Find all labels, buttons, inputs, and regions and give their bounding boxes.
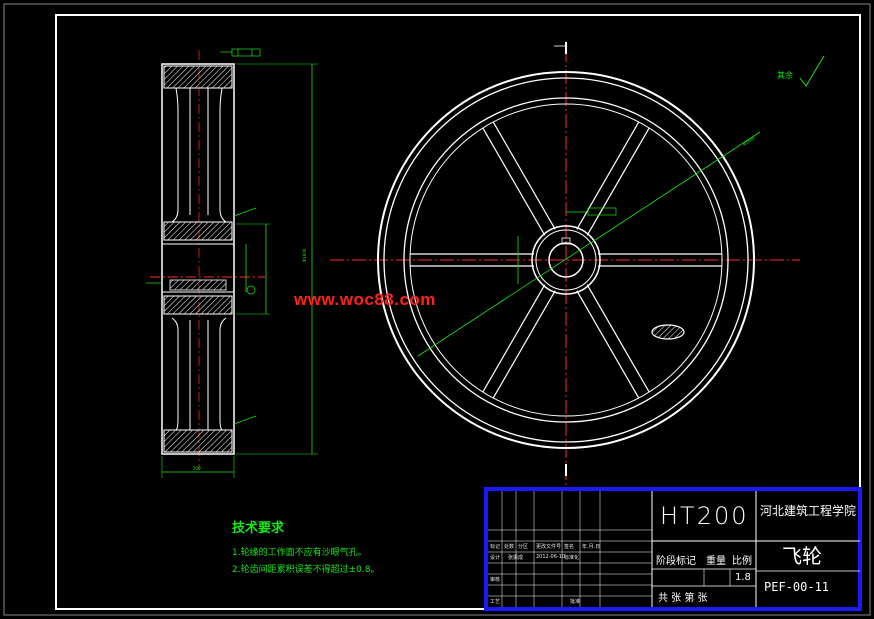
section-view: 200 Φ1600 <box>146 48 318 478</box>
roughness-symbol <box>799 55 825 87</box>
drawing-frame <box>55 14 861 610</box>
rim-outer-2 <box>383 77 749 443</box>
part-name: 飞轮 <box>782 544 822 568</box>
title-block <box>484 487 862 611</box>
leader-low <box>233 415 257 425</box>
dim-width-text: 200 <box>193 466 201 471</box>
bore <box>548 242 584 278</box>
tb-row-zone: 分区 <box>518 544 529 550</box>
sheets-label: 共 张 第 张 <box>658 593 708 604</box>
tb-row-date: 年.月.日 <box>582 544 601 550</box>
scale-value: 1.8 <box>735 572 751 583</box>
weight-label: 重量 <box>706 556 726 567</box>
tb-review: 审核 <box>490 577 501 583</box>
watermark: www.woc88.com <box>294 290 436 309</box>
tech-requirements-title: 技术要求 <box>232 521 285 536</box>
tolerance-frame-hub <box>587 207 617 216</box>
hub-outer <box>531 225 601 295</box>
tech-requirement-1: 1.轮缘的工作面不应有沙眼气孔。 <box>232 548 367 558</box>
tb-row-count: 处数 <box>504 544 515 550</box>
title-block-frame <box>484 487 862 611</box>
drawing-number: PEF-00-11 <box>764 580 830 594</box>
rim-inner <box>403 97 729 423</box>
tb-row-mark: 标记 <box>490 544 501 550</box>
hub-upper-hatch <box>163 221 233 241</box>
top-rim-hatch <box>163 65 233 89</box>
scale-label: 比例 <box>732 556 752 567</box>
hub-ring <box>535 229 597 291</box>
datum-circle <box>246 285 256 295</box>
tolerance-frame-top <box>231 48 261 57</box>
front-view: Φ1600 <box>330 42 825 486</box>
tb-design-date: 2012-06-10 <box>536 554 566 560</box>
rim-outer <box>377 71 755 449</box>
rim-inner-2 <box>409 103 723 417</box>
dim-height-text: Φ1600 <box>302 248 307 262</box>
tech-requirement-2: 2.轮齿间距累积误差不得超过±0.8。 <box>232 565 380 575</box>
outer-border <box>3 3 871 616</box>
diameter-dim-line <box>417 131 761 357</box>
stage-label: 阶段标记 <box>656 556 696 567</box>
school-name: 河北建筑工程学院 <box>760 504 857 518</box>
lower-web <box>171 317 227 431</box>
tb-designer: 张振成 <box>508 555 524 561</box>
section-outline <box>161 63 235 455</box>
keyway-hatch <box>169 279 227 291</box>
bottom-rim-hatch <box>163 429 233 453</box>
tb-standardization: 标准化 <box>564 555 580 561</box>
leader-mid <box>233 207 257 217</box>
hub-lower-hatch <box>163 295 233 315</box>
upper-web <box>171 87 227 223</box>
keyway <box>561 237 571 245</box>
material-label: HT200 <box>660 502 749 530</box>
tb-row-sign: 签名 <box>564 544 575 550</box>
spokes <box>410 121 722 399</box>
tb-process: 工艺 <box>490 599 501 605</box>
roughness-note: 其余 <box>777 71 793 80</box>
tb-approve: 批准 <box>570 599 581 605</box>
inspection-hole <box>651 324 685 340</box>
tb-design-label: 设计 <box>490 555 501 561</box>
tb-row-change: 更改文件号 <box>536 544 562 550</box>
diameter-dim-text: Φ1600 <box>742 135 756 147</box>
